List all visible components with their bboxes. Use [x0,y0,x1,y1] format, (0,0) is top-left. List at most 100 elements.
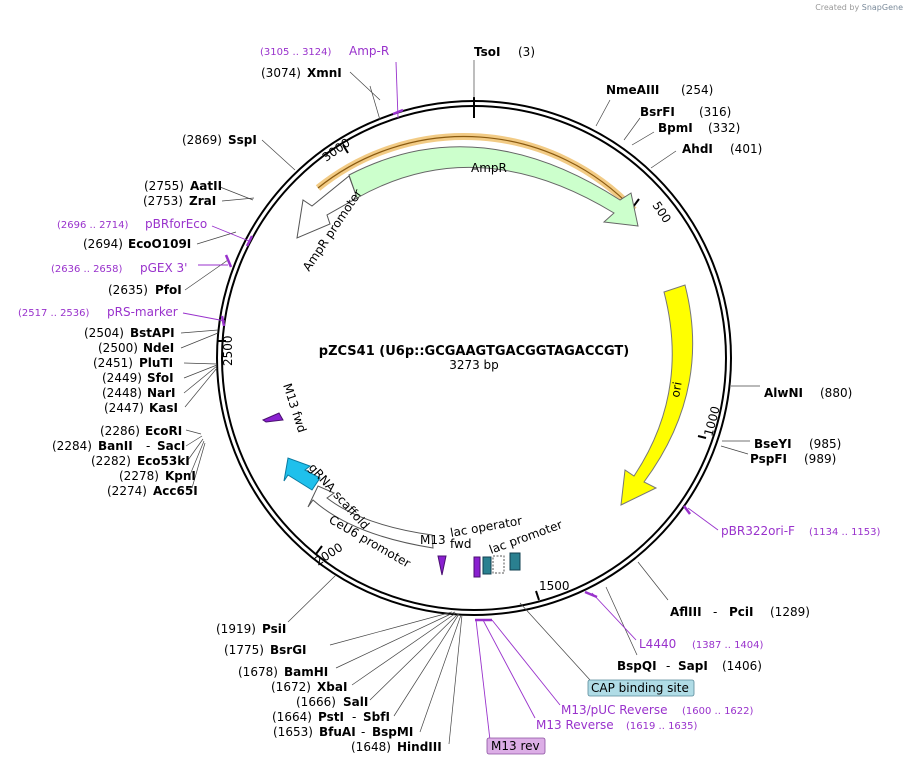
cap-binding-box[interactable] [587,679,695,697]
primer-m13-reverse-pos: (1619 .. 1635) [626,721,698,732]
enzyme-kasi[interactable]: KasI [149,401,178,415]
tick-1500 [535,590,540,601]
m13-fwd-inner-label: M13 fwd [280,382,309,435]
enzyme-sfoi[interactable]: SfoI [147,371,174,385]
m13-rev-feature[interactable] [473,556,481,578]
primer-ampr[interactable]: Amp-R [349,44,389,58]
primer-l4440-pos: (1387 .. 1404) [692,640,764,651]
enzyme-xbai[interactable]: XbaI [317,680,347,694]
enzyme-pfoi[interactable]: PfoI [155,283,182,297]
enzyme-sbfi[interactable]: SbfI [363,710,390,724]
primer-pbr322ori-f[interactable]: pBR322ori-F [721,524,795,538]
enzyme-pluti[interactable]: PluTI [139,356,173,370]
enzyme-xmni[interactable]: XmnI [307,66,342,80]
enzyme-bspqi[interactable]: BspQI [617,659,657,673]
enzyme-pcii[interactable]: PciI [729,605,754,619]
grna-scaffold-feature[interactable] [283,457,321,491]
enzyme-kasi-pos: (2447) [104,401,144,415]
primer-pgex3[interactable]: pGEX 3' [140,261,187,275]
enzyme-psii[interactable]: PsiI [262,622,286,636]
enzyme-psti[interactable]: PstI [318,710,344,724]
enzyme-bsrfi[interactable]: BsrFI [640,105,675,119]
enzyme-bfuai[interactable]: BfuAI [319,725,356,739]
enzyme-alwni-pos: (880) [820,386,852,400]
enzyme-nari[interactable]: NarI [147,386,176,400]
leader-lines [180,60,760,745]
enzyme-psti-pos: (1664) [272,710,312,724]
lac-promoter-feature[interactable] [509,552,521,571]
ampr-feature[interactable] [348,146,639,227]
enzyme-bseyi-pos: (985) [809,437,841,451]
enzyme-ecori[interactable]: EcoRI [145,424,182,438]
m13-rev-box[interactable] [486,737,546,755]
enzyme-psii-pos: (1919) [216,622,256,636]
enzyme-alwni[interactable]: AlwNI [764,386,803,400]
m13-fwd-inner-feature[interactable] [261,412,284,423]
primer-m13-puc-reverse[interactable]: M13/pUC Reverse [561,703,668,717]
enzyme-nmeaiii[interactable]: NmeAIII [606,83,659,97]
primer-m13-puc-reverse-pos: (1600 .. 1622) [682,706,754,717]
enzyme-bamhi[interactable]: BamHI [284,665,328,679]
credit-prefix: Created by [815,3,860,12]
enzyme-tsoi[interactable]: TsoI [474,45,500,59]
enzyme-hindiii[interactable]: HindIII [397,740,442,754]
plasmid-name: pZCS41 (U6p::GCGAAGTGACGGTAGACCGT) [319,344,629,359]
enzyme-separator-bspqi: - [666,659,670,673]
lac-promoter-spacer [492,555,505,574]
enzyme-sapi[interactable]: SapI [678,659,708,673]
m13-fwd-outer-feature[interactable] [437,555,447,576]
tick-label-500: 500 [650,199,674,226]
enzyme-xmni-pos: (3074) [261,66,301,80]
enzyme-bsrgi[interactable]: BsrGI [270,643,307,657]
enzyme-ecoo109i[interactable]: EcoO109I [128,237,191,251]
cap-binding-label: CAP binding site [591,681,689,695]
enzyme-aatii-pos: (2755) [144,179,184,193]
lac-operator-feature[interactable] [482,556,492,575]
boxed-labels: CAP binding site M13 rev [486,679,695,755]
ampr-label: AmpR [471,161,507,175]
cew6-promoter-feature[interactable] [307,485,434,549]
enzyme-ahdi[interactable]: AhdI [682,142,713,156]
enzyme-pluti-pos: (2451) [93,356,133,370]
enzyme-acc65i[interactable]: Acc65I [153,484,198,498]
enzyme-bsrfi-pos: (316) [699,105,731,119]
enzyme-sali[interactable]: SalI [343,695,368,709]
ampr-promoter-feature[interactable] [296,175,358,239]
m13-fwd-outer-label-2: fwd [450,537,471,551]
tick-label-1500: 1500 [539,579,570,593]
primer-prs-marker[interactable]: pRS-marker [107,305,178,319]
enzyme-ndei[interactable]: NdeI [143,341,174,355]
primer-l4440[interactable]: L4440 [639,637,676,651]
enzyme-sali-pos: (1666) [296,695,336,709]
enzyme-ecori-pos: (2286) [100,424,140,438]
enzyme-eco53ki-pos: (2282) [91,454,131,468]
primer-pbrforeco-pos: (2696 .. 2714) [57,220,129,231]
enzyme-sspi-pos: (2869) [182,133,222,147]
enzyme-aatii[interactable]: AatII [190,179,222,193]
enzyme-bpmi[interactable]: BpmI [658,121,693,135]
primer-m13-reverse[interactable]: M13 Reverse [536,718,614,732]
enzyme-zrai-pos: (2753) [143,194,183,208]
enzyme-separator-banii: - [146,439,150,453]
enzyme-bstapi[interactable]: BstAPI [130,326,175,340]
enzyme-bspmi[interactable]: BspMI [372,725,413,739]
ori-feature[interactable] [620,284,694,506]
primer-pgex3-pos: (2636 .. 2658) [51,264,123,275]
enzyme-zrai[interactable]: ZraI [189,194,216,208]
enzyme-separator-bfuai: - [361,725,365,739]
tick-2000 [315,545,323,555]
enzyme-kpni[interactable]: KpnI [165,469,196,483]
enzyme-banii[interactable]: BanII [98,439,133,453]
m13-rev-label: M13 rev [491,739,540,753]
plasmid-size: 3273 bp [449,358,499,372]
enzyme-saci[interactable]: SacI [157,439,185,453]
enzyme-eco53ki[interactable]: Eco53kI [137,454,190,468]
enzyme-sspi[interactable]: SspI [228,133,257,147]
enzyme-sfoi-pos: (2449) [102,371,142,385]
primer-pbrforeco[interactable]: pBRforEco [145,217,207,231]
enzyme-pspfi[interactable]: PspFI [750,452,787,466]
enzyme-afliii[interactable]: AflIII [670,605,702,619]
ori-label: ori [668,381,684,399]
m13-fwd-outer-label-1: M13 [420,533,446,547]
enzyme-bseyi[interactable]: BseYI [754,437,792,451]
